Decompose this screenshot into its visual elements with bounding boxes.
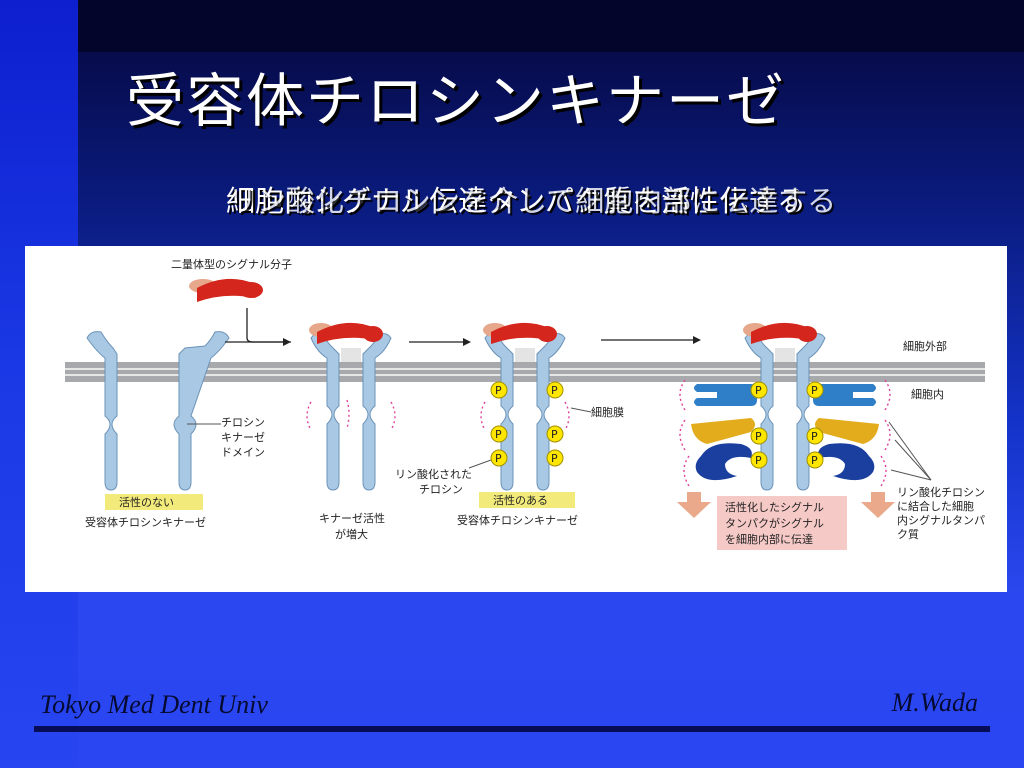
phospho-mark: P [495, 384, 502, 397]
label-transmit-1: 活性化したシグナル [725, 500, 824, 514]
inactive-label-box [105, 494, 203, 510]
phospho-mark: P [755, 454, 762, 467]
slide-subtitle-layer-1: 細胞内シグナル伝達タンパク質を活性化する [226, 184, 807, 218]
label-inactive: 活性のない [119, 495, 174, 509]
label-dimer-signal: 二量体型のシグナル分子 [171, 257, 292, 271]
label-inactive-caption: 受容体チロシンキナーゼ [85, 515, 206, 529]
transmit-arrow-left [677, 492, 711, 518]
phospho-mark: P [755, 430, 762, 443]
label-outside: 細胞外部 [903, 339, 947, 353]
label-phospho-tyr-1: リン酸化された [395, 467, 472, 481]
receptor-stage1-right [173, 331, 230, 491]
label-membrane: 細胞膜 [591, 406, 624, 419]
bound-protein-pointers [888, 421, 932, 481]
label-bound-1: リン酸化チロシン [897, 485, 985, 499]
phosphates-stage3 [490, 381, 564, 467]
label-kinase-domain-3: ドメイン [221, 446, 265, 459]
activation-marks-stage3 [480, 401, 570, 431]
receptor-stage3 [483, 322, 566, 491]
ligand-dimer-free [189, 278, 263, 302]
slide-title: 受容体チロシンキナーゼ [126, 67, 787, 135]
label-bound-2: に結合した細胞 [897, 499, 974, 513]
footer-divider [34, 726, 990, 732]
label-increase-1: キナーゼ活性 [319, 511, 385, 525]
label-active: 活性のある [493, 493, 548, 507]
phosphates-stage4 [750, 381, 824, 469]
membrane-band [65, 362, 985, 382]
label-transmit-2: タンパクがシグナル [725, 516, 824, 530]
label-phospho-tyr-2: チロシン [419, 483, 463, 496]
arrow-bind [246, 308, 287, 343]
label-bound-3: 内シグナルタンパ [897, 513, 985, 527]
label-increase-2: が増大 [335, 527, 368, 541]
label-kinase-domain-1: チロシン [221, 416, 265, 429]
phospho-mark: P [811, 454, 818, 467]
phospho-mark: P [495, 428, 502, 441]
label-active-caption: 受容体チロシンキナーゼ [457, 513, 578, 527]
phospho-mark: P [495, 452, 502, 465]
receptor-tyrosine-kinase-diagram: 二量体型のシグナル分子 チロシン キナーゼ ドメイン 活性のない 受容体チロシン… [65, 257, 985, 550]
label-bound-4: ク質 [897, 527, 919, 541]
top-dark-band [78, 0, 1024, 52]
slide-subtitle-layer-2: リン酸化チロシンを介して細胞内部に伝達する [228, 184, 837, 218]
label-kinase-domain-2: キナーゼ [221, 431, 265, 444]
phospho-mark: P [811, 384, 818, 397]
transmit-label-box [717, 496, 847, 550]
arrow-stage3-to-4 [693, 336, 701, 344]
arrow-stage2-to-3 [463, 338, 471, 346]
phospho-mark: P [811, 430, 818, 443]
phospho-mark: P [551, 428, 558, 441]
transmit-arrow-right [861, 492, 895, 518]
phospho-mark: P [551, 384, 558, 397]
receptor-stage2 [309, 322, 392, 491]
label-inside: 細胞内 [911, 387, 944, 401]
bound-proteins [691, 384, 879, 481]
phospho-mark: P [551, 452, 558, 465]
phospho-mark: P [755, 384, 762, 397]
activation-marks-stage2 [306, 399, 396, 431]
footer-author: M.Wada [891, 688, 978, 717]
active-label-box [479, 492, 575, 508]
label-transmit-3: を細胞内部に伝達 [725, 532, 813, 546]
receptor-stage4 [743, 322, 826, 491]
footer-institution: Tokyo Med Dent Univ [40, 690, 268, 719]
activation-marks-stage4 [679, 379, 891, 487]
receptor-stage1-left [86, 331, 118, 491]
